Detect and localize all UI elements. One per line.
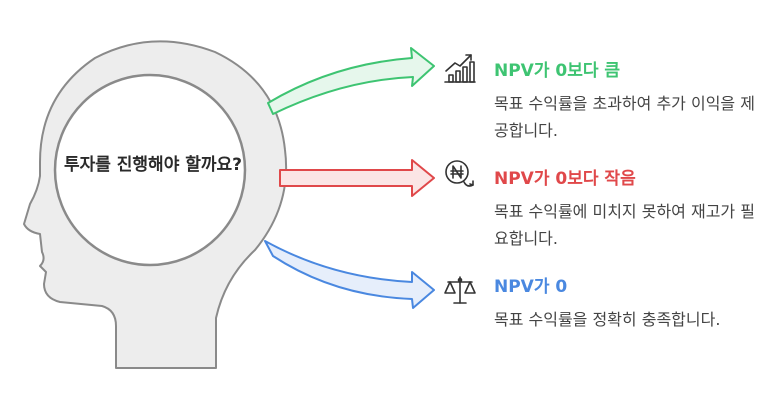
question-text: 투자를 진행해야 할까요? <box>63 155 243 175</box>
arrow-equal <box>264 240 435 309</box>
growth-chart-icon <box>444 54 476 83</box>
outcome-desc-greater: 목표 수익률을 초과하여 추가 이익을 제공합니다. <box>494 94 755 140</box>
outcome-desc-less: 목표 수익률에 미치지 못하여 재고가 필요합니다. <box>494 202 755 248</box>
currency-down-icon <box>445 160 474 187</box>
arrow-less <box>279 159 435 197</box>
outcome-title-less: NPV가 0보다 작음 <box>494 169 636 189</box>
outcome-title-greater: NPV가 0보다 큼 <box>494 61 621 81</box>
outcome-title-equal: NPV가 0 <box>494 277 568 297</box>
outcome-desc-equal: 목표 수익률을 정확히 충족합니다. <box>494 310 721 329</box>
balance-scale-icon <box>444 276 476 304</box>
thought-circle <box>53 73 247 267</box>
arrow-greater <box>267 47 435 115</box>
